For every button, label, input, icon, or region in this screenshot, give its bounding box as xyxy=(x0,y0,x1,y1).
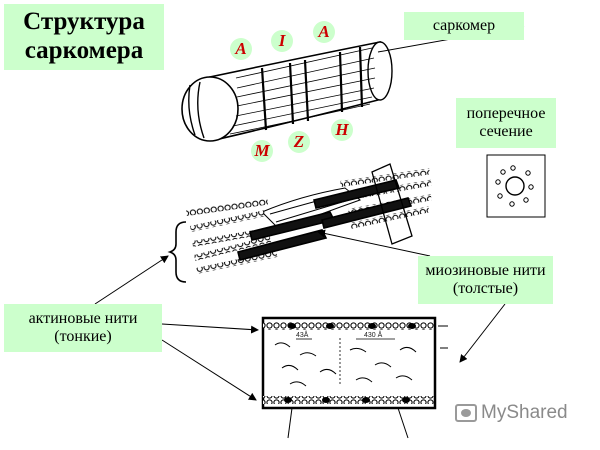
myofibril-filaments xyxy=(167,163,432,283)
cross-section-label: поперечное сечение xyxy=(456,98,556,148)
band-letter-a-left: A xyxy=(230,38,252,60)
band-letter-m: M xyxy=(251,140,273,162)
band-letter-h: H xyxy=(331,119,353,141)
cross-section-diagram xyxy=(486,154,546,218)
sarcomere-label: саркомер xyxy=(404,12,524,40)
myosin-line-2: (толстые) xyxy=(452,280,519,297)
sarcomere-detail: 43Å 430 Å xyxy=(261,316,448,439)
muscle-fibre-cylinder xyxy=(181,41,393,142)
measurement-right: 430 Å xyxy=(364,330,383,339)
myosin-line-1: миозиновые нити xyxy=(425,261,546,279)
band-letter-z: Z xyxy=(288,131,310,153)
watermark-logo: MyShared xyxy=(455,402,568,424)
band-letter-i: I xyxy=(271,30,293,52)
cross-section-line-1: поперечное xyxy=(466,104,546,122)
measurement-left: 43Å xyxy=(296,330,309,339)
cross-section-line-2: сечение xyxy=(479,123,533,140)
watermark-text: MyShared xyxy=(481,402,568,423)
band-letter-a-right: A xyxy=(313,21,335,43)
title-line-1: Структура xyxy=(23,8,145,36)
actin-line-1: актиновые нити xyxy=(28,309,138,327)
actin-label: актиновые нити (тонкие) xyxy=(4,304,162,352)
actin-line-2: (тонкие) xyxy=(54,328,112,345)
slide-title: Структура саркомера xyxy=(4,4,164,70)
title-line-2: саркомера xyxy=(24,37,144,64)
myosin-label: миозиновые нити (толстые) xyxy=(418,256,553,304)
slideshow-icon xyxy=(455,404,477,422)
